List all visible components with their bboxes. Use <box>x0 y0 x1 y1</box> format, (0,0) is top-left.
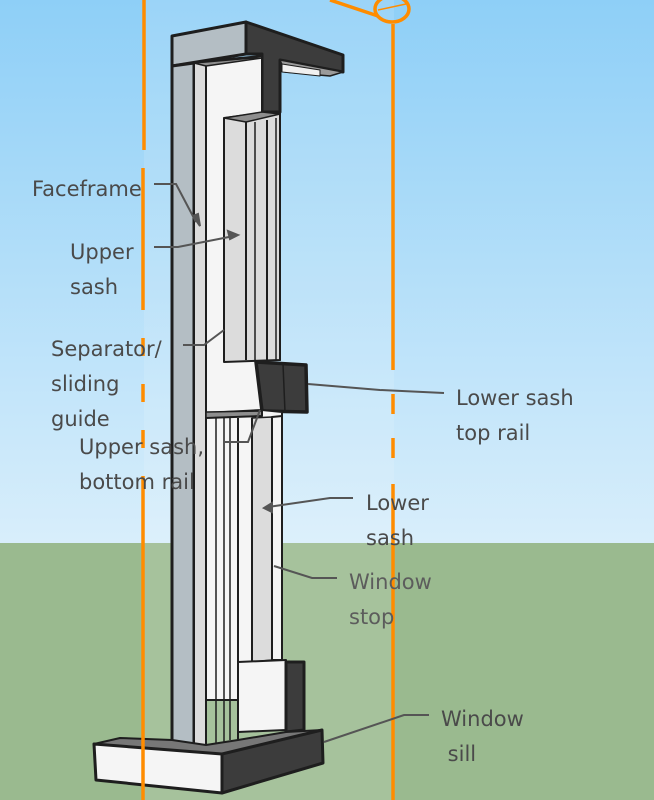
label-line: Faceframe <box>32 177 142 201</box>
label-separator-sliding-guide: Separator/sliding guide <box>51 332 162 437</box>
faceframe-arrow <box>191 212 201 227</box>
window-sill-side <box>220 728 325 795</box>
label-upper-sash: Upper sash <box>70 235 134 305</box>
window-stop <box>271 415 283 661</box>
label-line: sash <box>366 526 415 550</box>
head-inner-light <box>281 63 321 77</box>
label-line: sill <box>441 742 477 766</box>
label-line: Lower sash <box>456 386 574 410</box>
label-faceframe: Faceframe <box>32 172 142 207</box>
window-stop-leader <box>273 565 337 579</box>
upper-sash-leader <box>154 235 235 248</box>
label-line: Lower <box>366 491 429 515</box>
label-lower-sash: Lower sash <box>366 486 429 556</box>
label-line: guide <box>51 407 110 431</box>
lower-sash-top-rail-leader <box>307 383 445 394</box>
lower-sash-top-rail-edge <box>282 363 286 413</box>
faceframe <box>170 61 196 747</box>
lower-sash-top-rail <box>254 360 309 414</box>
sky <box>0 0 654 543</box>
lower-sash <box>251 416 273 663</box>
label-line: Upper <box>70 240 134 264</box>
label-window-sill: Window sill <box>441 702 524 772</box>
bottom-step-face <box>237 659 287 733</box>
window-sill-leader <box>323 714 429 743</box>
section-plane-top-edge <box>329 0 379 18</box>
bottom-rail-leader <box>225 409 261 443</box>
window-model <box>92 20 345 795</box>
label-line: bottom rail <box>79 470 195 494</box>
label-line: Separator/ <box>51 337 162 361</box>
lower-sash-arrow <box>261 501 273 514</box>
label-lower-sash-top-rail: Lower sash top rail <box>456 381 574 451</box>
faceframe-front <box>193 60 207 746</box>
label-line: Window <box>441 707 524 731</box>
lower-sash-leader <box>267 497 353 508</box>
top-ledge <box>193 57 263 67</box>
label-line: Window <box>349 570 432 594</box>
upper-sash-arrow <box>226 229 241 241</box>
section-plane <box>141 0 411 800</box>
label-upper-sash-bottom-rail: Upper sash, bottom rail <box>79 430 204 500</box>
section-plane-handle-line <box>377 3 407 11</box>
section-plane-handle <box>373 0 411 24</box>
label-line: top rail <box>456 421 531 445</box>
bottom-dark-block <box>284 660 306 734</box>
separator-leader <box>183 329 225 346</box>
leader-lines <box>154 183 445 743</box>
label-line: sash <box>70 275 119 299</box>
label-line: stop <box>349 605 395 629</box>
faceframe-leader <box>154 183 197 223</box>
label-line: Upper sash, <box>79 435 204 459</box>
upper-sash-top <box>223 111 281 123</box>
label-line: sliding <box>51 372 120 396</box>
label-window-stop: Window stop <box>349 565 432 635</box>
